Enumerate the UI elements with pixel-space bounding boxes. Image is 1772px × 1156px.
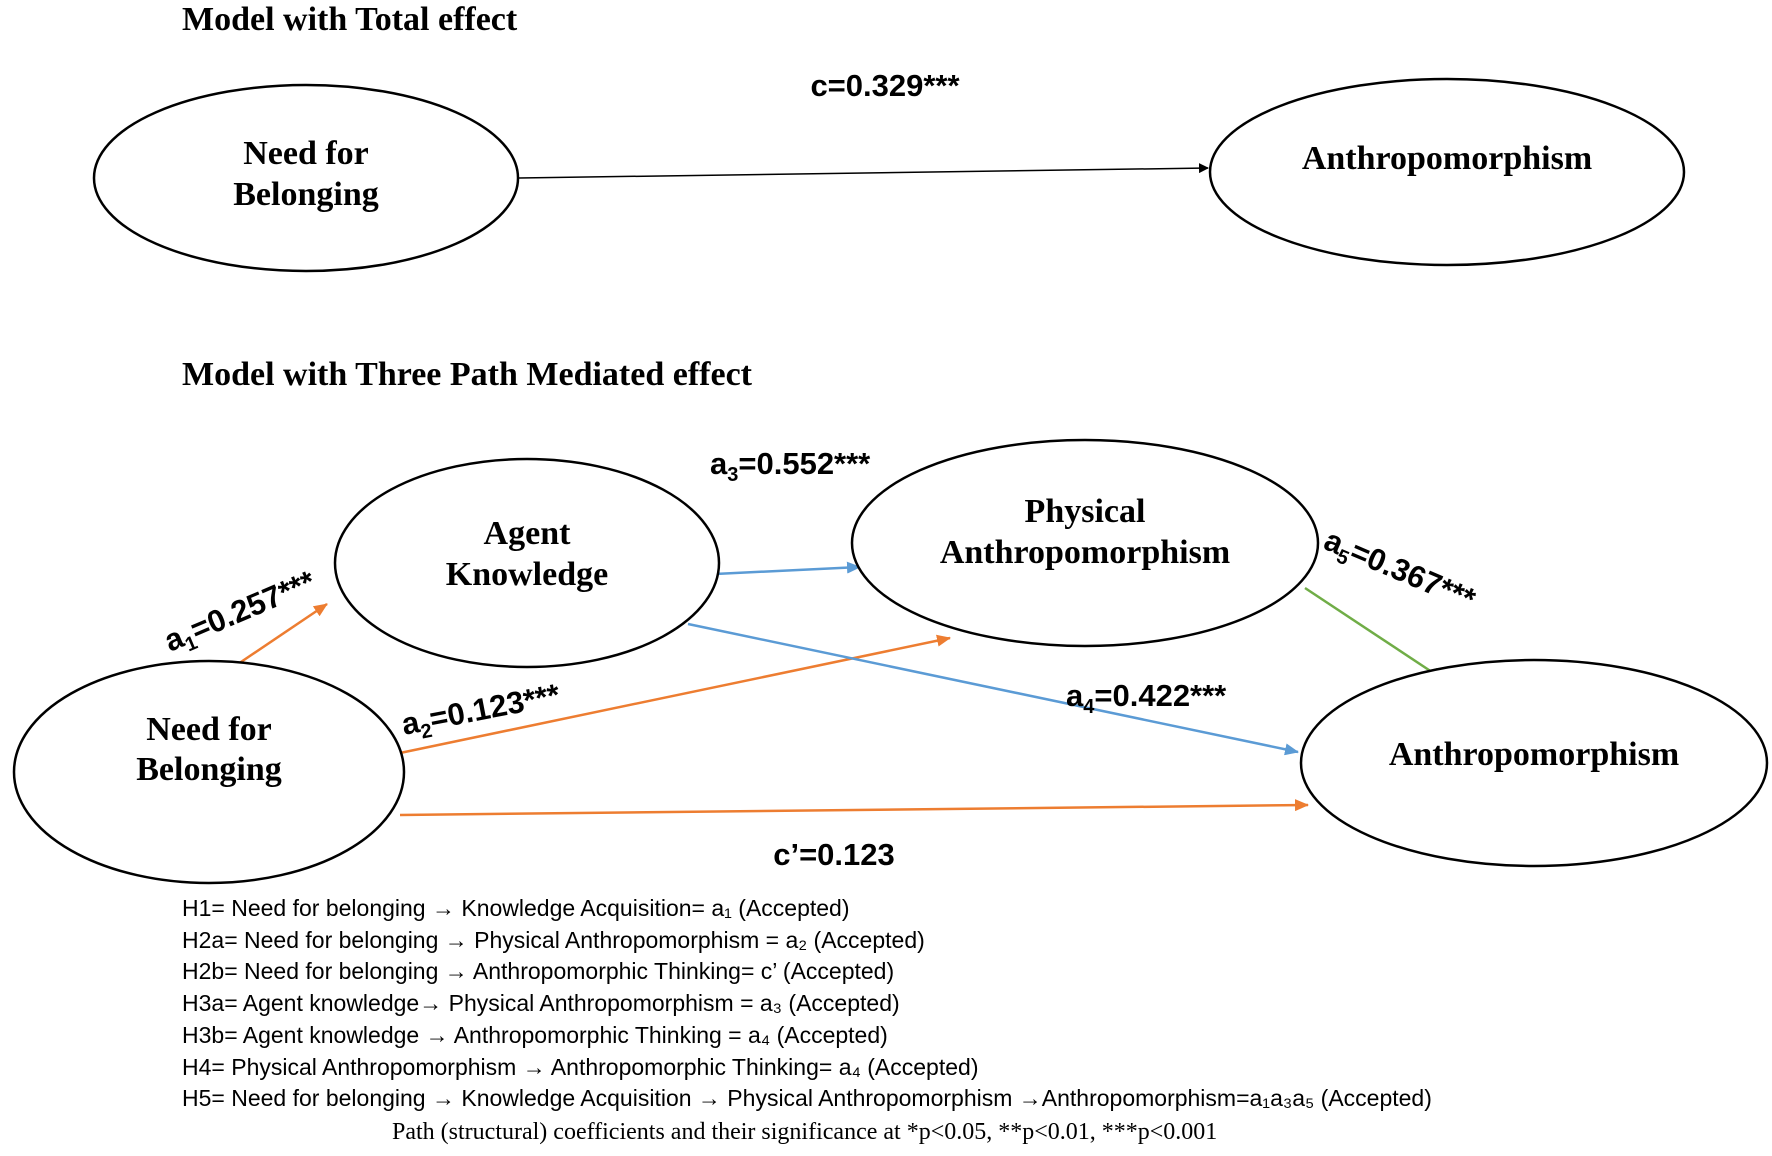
hypothesis-h2b: H2b= Need for belonging → Anthropomorphi… [182,958,895,985]
total-need-for-belonging-node [92,83,520,273]
path-a5-coefficient: a5=0.367*** [1317,522,1481,622]
total-anthropomorphism-label: Anthropomorphism [1302,140,1592,177]
total-effect-coefficient: c=0.329*** [810,68,960,103]
path-a5-arrow [1304,586,1445,682]
physical-anthropomorphism-label-line1: Physical [1025,493,1146,530]
total-need-label-line1: Need for [243,135,369,172]
physical-anthropomorphism-node [850,438,1320,648]
total-effect-arrow [518,163,1209,179]
mediated-anthropomorphism-label: Anthropomorphism [1389,736,1679,773]
hypothesis-h3a: H3a= Agent knowledge→ Physical Anthropom… [182,990,900,1017]
physical-anthropomorphism-label-line2: Anthropomorphism [940,534,1230,571]
total-need-label-line2: Belonging [233,176,378,213]
path-a1-arrow [237,602,328,666]
mediated-need-for-belonging-node [12,659,406,885]
path-c-prime-arrow [399,799,1309,817]
mediated-model-title: Model with Three Path Mediated effect [182,356,753,393]
path-c-prime-coefficient: c’=0.123 [773,837,895,872]
path-a4-coefficient: a4=0.422*** [1066,678,1227,718]
agent-knowledge-node [333,457,721,669]
path-a2-arrow [399,634,951,755]
hypotheses-legend: H1= Need for belonging → Knowledge Acqui… [182,893,1432,1115]
total-anthropomorphism-node [1208,77,1686,267]
significance-note: Path (structural) coefficients and their… [392,1119,1218,1145]
hypothesis-h1: H1= Need for belonging → Knowledge Acqui… [182,895,850,921]
hypothesis-h3b: H3b= Agent knowledge → Anthropomorphic T… [182,1021,888,1048]
mediated-anthropomorphism-node [1299,658,1769,868]
hypothesis-h2a: H2a= Need for belonging → Physical Anthr… [182,926,925,953]
path-a1-coefficient: a1=0.257*** [159,563,323,663]
agent-knowledge-label-line2: Knowledge [446,556,608,593]
hypothesis-h4: H4= Physical Anthropomorphism → Anthropo… [182,1053,979,1080]
mediated-need-label-line1: Need for [146,711,272,748]
hypothesis-h5: H5= Need for belonging → Knowledge Acqui… [182,1085,1432,1112]
mediated-need-label-line2: Belonging [136,751,281,788]
total-model-title: Model with Total effect [182,1,518,38]
path-a3-arrow [714,561,861,576]
path-a3-coefficient: a3=0.552*** [710,446,871,486]
agent-knowledge-label-line1: Agent [484,515,572,552]
path-a4-arrow [687,622,1299,756]
